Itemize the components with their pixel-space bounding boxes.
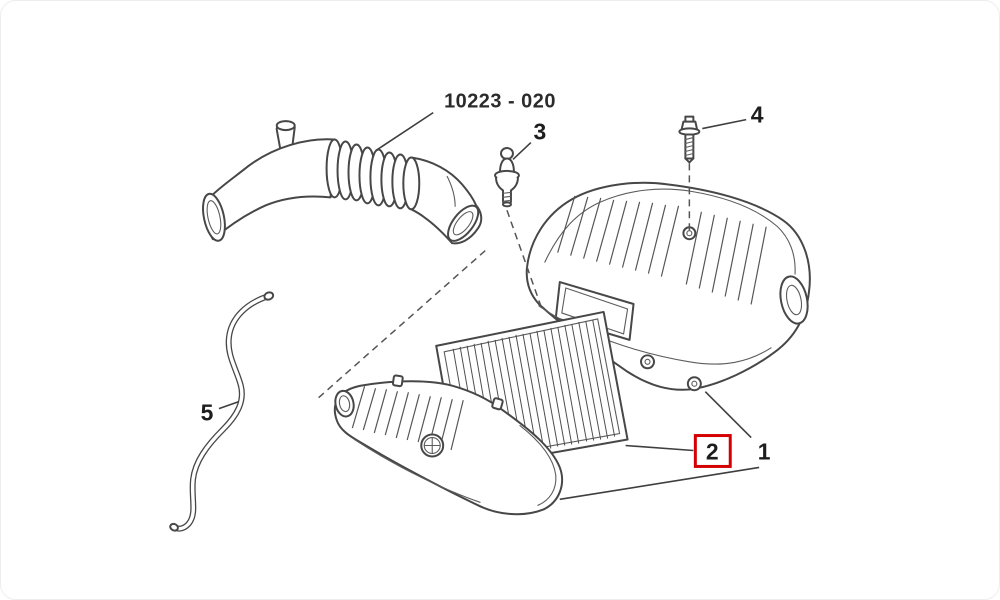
bolt-part <box>678 115 701 164</box>
leader-callout-2 <box>625 444 694 452</box>
hose-nipple <box>275 120 296 153</box>
lower-housing-inlet <box>334 389 355 418</box>
leader-callout-1-lower <box>559 466 760 501</box>
hose-mouth-rim <box>202 192 226 242</box>
callout-5[interactable]: 5 <box>201 400 214 426</box>
leader-callout-3 <box>512 141 532 161</box>
brand-emblem <box>420 433 445 458</box>
callout-1[interactable]: 1 <box>758 438 771 464</box>
hose-bellows <box>325 138 421 211</box>
callout-4[interactable]: 4 <box>751 102 764 128</box>
leader-callout-5 <box>218 400 240 410</box>
callout-3[interactable]: 3 <box>533 119 546 145</box>
lower-housing-ribs <box>351 386 464 451</box>
assembly-dashed-lines <box>318 163 691 399</box>
lower-housing-clips <box>391 374 504 411</box>
breather-hose <box>169 291 275 532</box>
leader-lines <box>218 111 760 501</box>
air-filter-housing-lower <box>333 374 564 516</box>
hose-outlet-rim <box>447 204 480 242</box>
intake-hose <box>202 120 483 245</box>
highlight-box <box>693 434 732 468</box>
leader-callout-4 <box>702 118 747 130</box>
housing-ribs <box>557 195 680 277</box>
callout-2-highlighted[interactable]: 2 <box>706 438 719 464</box>
housing-top-rim <box>544 188 796 275</box>
leader-callout-1-upper <box>704 391 752 439</box>
part-code-label: 10223 - 020 <box>444 91 556 113</box>
housing-inlet-opening <box>554 281 635 341</box>
leader-part-code <box>376 111 434 151</box>
housing-outlet-port <box>779 275 809 325</box>
sensor-part <box>494 147 520 208</box>
